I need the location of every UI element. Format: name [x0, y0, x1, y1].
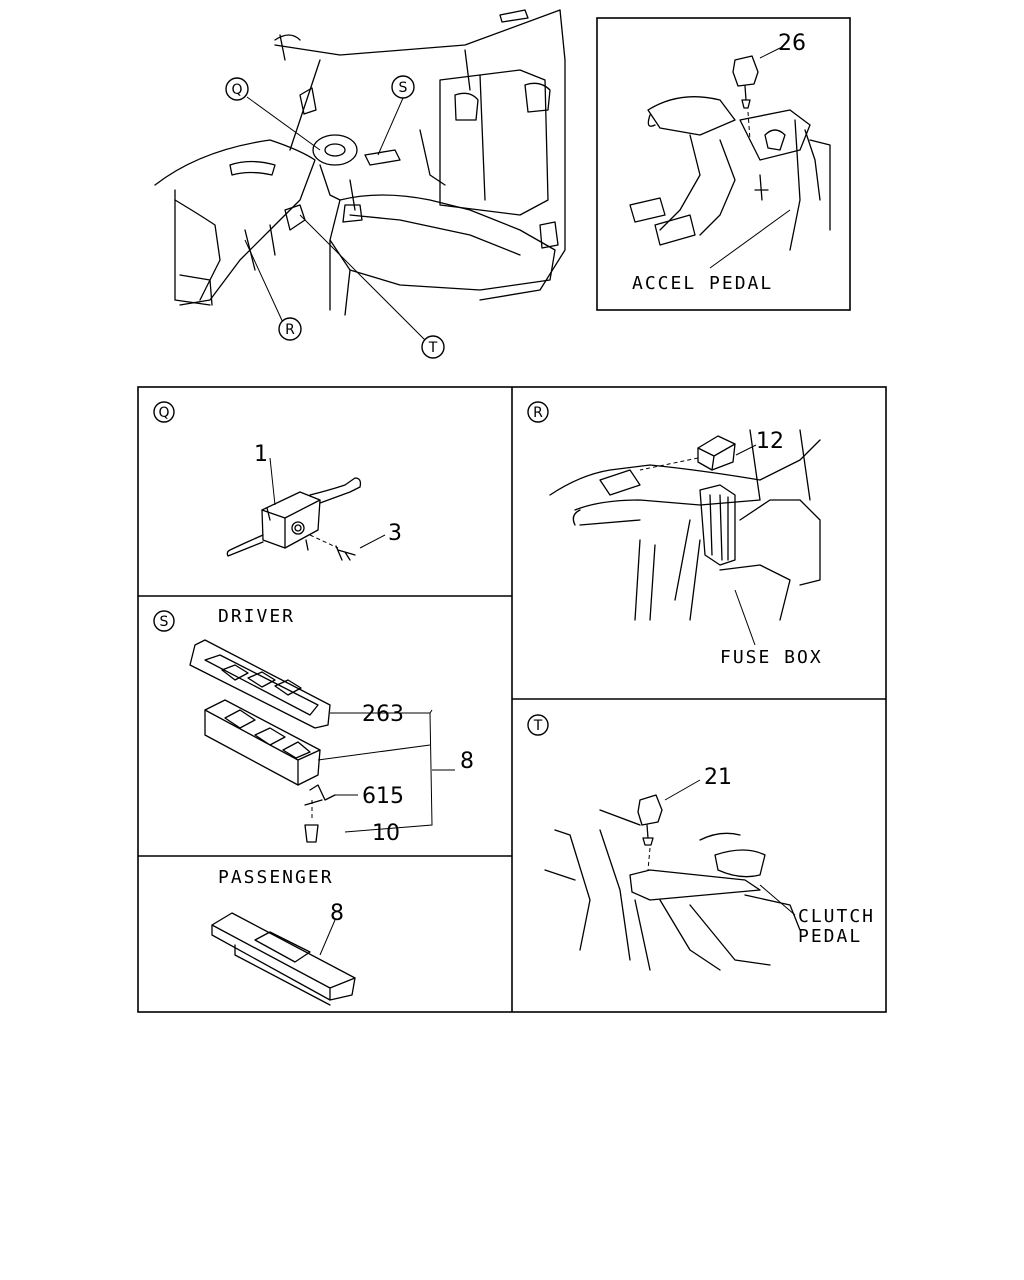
part-8-label: 8	[460, 749, 474, 774]
part-263-label: 263	[362, 702, 404, 727]
panel-t: T 21 CLUTCH PEDAL	[527, 714, 875, 971]
part-21-label: 21	[704, 765, 732, 790]
part-12-label: 12	[756, 429, 784, 454]
panel-r: R 12 FUSE BOX	[527, 401, 823, 668]
detail-grid	[137, 386, 887, 1013]
driver-label: DRIVER	[218, 606, 295, 627]
fuse-box-label: FUSE BOX	[720, 647, 823, 668]
svg-text:Q: Q	[158, 405, 169, 421]
callout-q: Q	[225, 77, 249, 101]
clutch-label: CLUTCH	[798, 906, 875, 927]
passenger-label: PASSENGER	[218, 867, 334, 888]
callout-t: T	[421, 335, 445, 359]
svg-text:T: T	[428, 340, 438, 356]
interior-overview	[154, 9, 566, 346]
svg-text:S: S	[399, 80, 408, 96]
panel-s: S DRIVER 263 8 615 10	[153, 606, 474, 846]
part-615-label: 615	[362, 784, 404, 809]
part-10-label: 10	[372, 821, 400, 846]
svg-text:R: R	[533, 405, 543, 421]
svg-text:Q: Q	[231, 82, 242, 98]
passenger-part-8-label: 8	[330, 901, 344, 926]
accel-pedal-panel: 26 ACCEL PEDAL	[596, 17, 851, 311]
part-3-label: 3	[388, 521, 402, 546]
callout-r: R	[278, 317, 302, 341]
callout-s: S	[391, 75, 415, 99]
panel-q: Q 1 3	[153, 401, 402, 561]
svg-text:R: R	[285, 322, 295, 338]
svg-text:S: S	[160, 614, 169, 630]
accel-pedal-label: ACCEL PEDAL	[632, 273, 773, 294]
svg-text:T: T	[533, 718, 543, 734]
part-26-label: 26	[778, 31, 806, 56]
panel-passenger: PASSENGER 8	[211, 867, 356, 1006]
part-1-label: 1	[254, 442, 268, 467]
pedal-label: PEDAL	[798, 926, 862, 947]
